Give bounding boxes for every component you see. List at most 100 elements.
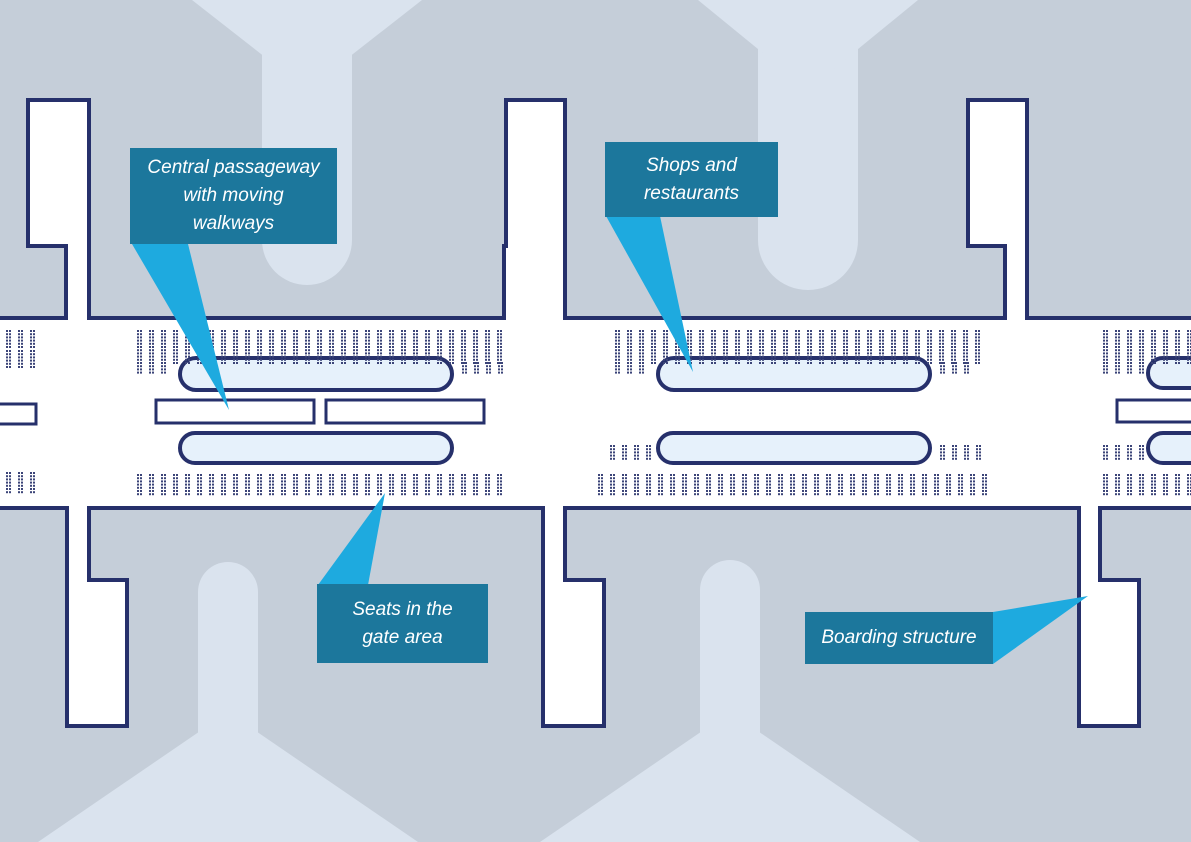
seat-dot — [296, 333, 298, 336]
seat-dot — [795, 355, 797, 358]
seat-dot — [706, 486, 708, 489]
seat-dot — [666, 355, 668, 358]
seat-dot — [152, 333, 154, 336]
seat-dot — [18, 342, 20, 345]
seat-dot — [452, 342, 454, 345]
seat-dot — [449, 336, 451, 339]
seat-dot — [1115, 448, 1117, 451]
seat-dot — [236, 477, 238, 480]
seat-dot — [982, 493, 984, 496]
seat-dot — [140, 352, 142, 355]
seat-dot — [834, 336, 836, 339]
seat-dot — [188, 349, 190, 352]
seat-dot — [212, 333, 214, 336]
seat-dot — [817, 493, 819, 496]
seat-dot — [185, 474, 187, 476]
seat-dot — [416, 349, 418, 352]
seat-dot — [152, 346, 154, 348]
seat-dot — [891, 362, 893, 364]
seat-dot — [474, 371, 476, 374]
seat-dot — [910, 493, 912, 496]
seat-dot — [368, 486, 370, 489]
seat-dot — [233, 333, 235, 336]
seat-dot — [781, 477, 783, 480]
seat-dot — [173, 358, 175, 361]
seat-dot — [293, 355, 295, 358]
seat-dot — [488, 355, 490, 358]
seat-dot — [1130, 490, 1132, 492]
seat-dot — [1151, 339, 1153, 342]
seat-dot — [942, 352, 944, 355]
seat-dot — [889, 477, 891, 480]
seat-dot — [955, 371, 957, 374]
seat-dot — [943, 445, 945, 447]
seat-dot — [726, 352, 728, 355]
seat-dot — [759, 352, 761, 355]
seat-dot — [9, 350, 11, 352]
seat-dot — [939, 333, 941, 336]
seat-dot — [865, 483, 867, 486]
seat-dot — [622, 490, 624, 492]
seat-dot — [721, 483, 723, 486]
seat-dot — [30, 330, 32, 332]
seat-dot — [462, 365, 464, 368]
seat-dot — [666, 333, 668, 336]
seat-dot — [979, 451, 981, 454]
seat-dot — [341, 477, 343, 480]
seat-dot — [649, 477, 651, 480]
seat-dot — [365, 346, 367, 348]
seat-dot — [658, 490, 660, 492]
seat-dot — [140, 349, 142, 352]
seat-dot — [329, 474, 331, 476]
seat-dot — [786, 336, 788, 339]
seat-dot — [149, 355, 151, 358]
seat-dot — [810, 336, 812, 339]
seat-dot — [834, 362, 836, 364]
seat-dot — [630, 330, 632, 332]
seat-dot — [610, 457, 612, 460]
seat-dot — [762, 355, 764, 358]
seat-dot — [305, 477, 307, 480]
seat-dot — [726, 330, 728, 332]
seat-dot — [637, 477, 639, 480]
seat-dot — [498, 371, 500, 374]
seat-dot — [464, 490, 466, 492]
seat-dot — [702, 330, 704, 332]
seat-dot — [702, 362, 704, 364]
seat-dot — [1163, 352, 1165, 355]
seat-dot — [161, 355, 163, 358]
seat-dot — [416, 362, 418, 364]
seat-dot — [1175, 352, 1177, 355]
seat-dot — [702, 352, 704, 355]
seat-dot — [137, 346, 139, 348]
seat-dot — [296, 349, 298, 352]
seat-dot — [497, 490, 499, 492]
seat-dot — [771, 358, 773, 361]
seat-dot — [305, 474, 307, 476]
seat-dot — [341, 486, 343, 489]
seat-dot — [1178, 493, 1180, 496]
seat-dot — [461, 336, 463, 339]
seat-dot — [978, 336, 980, 339]
seat-dot — [152, 371, 154, 374]
seat-dot — [925, 480, 927, 483]
seat-dot — [173, 333, 175, 336]
seat-dot — [440, 490, 442, 492]
seat-dot — [810, 342, 812, 345]
seat-dot — [927, 352, 929, 355]
seat-dot — [473, 490, 475, 492]
seat-dot — [353, 477, 355, 480]
seat-dot — [891, 339, 893, 342]
seat-dot — [894, 333, 896, 336]
seat-dot — [877, 483, 879, 486]
seat-dot — [1151, 493, 1153, 496]
seat-dot — [137, 362, 139, 364]
seat-dot — [498, 362, 500, 364]
seat-dot — [915, 333, 917, 336]
seat-dot — [236, 330, 238, 332]
seat-dot — [281, 490, 283, 492]
seat-dot — [709, 483, 711, 486]
seat-dot — [769, 490, 771, 492]
seat-dot — [642, 330, 644, 332]
seat-dot — [790, 483, 792, 486]
